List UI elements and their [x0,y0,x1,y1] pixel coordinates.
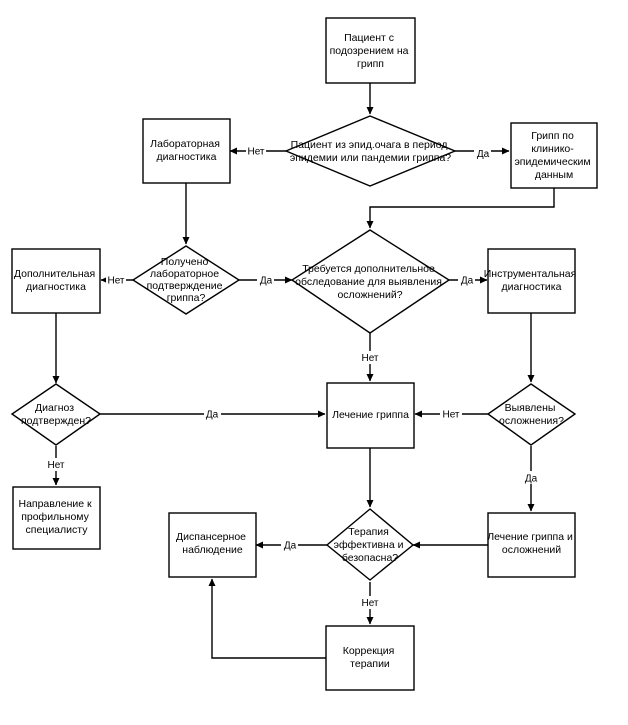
edge-correction-to-dispensary [208,578,326,659]
edge-label-exam-yes: Да [461,276,474,287]
node-flu-clinical-label: Грипп по клинико- эпидемическим данным [514,130,593,181]
edge-label-diag-yes: Да [206,410,219,421]
node-treat-complications: Лечение гриппа и осложнений [487,512,576,578]
edge-label-lab-yes: Да [260,276,273,287]
node-complications-found: Выявлены осложнения? [486,383,577,446]
edge-label-exam-no: Нет [361,353,378,364]
node-flu-treatment: Лечение гриппа [326,382,415,449]
edge-label-diag-no: Нет [47,460,64,471]
node-extra-diagnostics-label: Дополнительная диагностика [14,268,98,293]
edge-label-epid-no: Нет [247,147,264,158]
node-therapy-correction: Коррекция терапии [325,625,415,691]
edge-label-epid-yes: Да [477,149,490,160]
node-instrumental-diagnostics: Инструментальная диагностика [484,248,580,314]
edge-labels: Нет Да Нет Да Да Нет Да Нет Нет Да Да Не… [45,144,540,609]
node-flu-treatment-label: Лечение гриппа [332,409,409,421]
connectors [52,83,555,659]
edge-label-compl-no: Нет [442,410,459,421]
node-dispensary-label: Диспансерное наблюдение [176,531,249,556]
node-complications-found-label: Выявлены осложнения? [499,402,564,427]
node-dispensary: Диспансерное наблюдение [168,512,257,578]
node-epid-question: Пациент из эпид.очага в период эпидемии … [284,115,457,187]
node-diag-confirmed-label: Диагноз подтвержден? [21,402,91,427]
node-referral-label: Направление к профильному специалисту [18,498,94,536]
node-lab-diagnostics: Лабораторная диагностика [142,118,231,184]
node-epid-question-label: Пациент из эпид.очага в период эпидемии … [290,139,451,164]
node-diag-confirmed: Диагноз подтвержден? [10,383,102,446]
node-lab-confirm-label: Получено лабораторное подтверждение грип… [147,256,226,304]
node-treat-complications-label: Лечение гриппа и осложнений [487,531,576,556]
edge-flu-clinical-to-exam [366,188,555,229]
node-patient: Пациент с подозрением на грипп [325,17,416,84]
node-lab-confirm: Получено лабораторное подтверждение грип… [131,245,241,315]
node-extra-exam: Требуется дополнительное обследование дл… [290,229,451,334]
node-referral: Направление к профильному специалисту [12,486,101,550]
node-extra-diagnostics: Дополнительная диагностика [11,248,101,314]
node-patient-label: Пациент с подозрением на грипп [330,32,412,70]
node-therapy-correction-label: Коррекция терапии [343,645,398,670]
edge-label-therapy-no: Нет [361,598,378,609]
node-lab-diagnostics-label: Лабораторная диагностика [150,138,223,163]
node-extra-exam-label: Требуется дополнительное обследование дл… [295,263,445,301]
edge-label-therapy-yes: Да [284,541,297,552]
node-instrumental-diagnostics-label: Инструментальная диагностика [484,268,580,293]
edge-label-compl-yes: Да [525,474,538,485]
node-therapy-effective: Терапия эффективна и безопасна? [325,508,415,581]
node-flu-clinical: Грипп по клинико- эпидемическим данным [510,122,598,189]
edge-label-lab-no: Нет [107,276,124,287]
node-therapy-effective-label: Терапия эффективна и безопасна? [334,526,407,564]
